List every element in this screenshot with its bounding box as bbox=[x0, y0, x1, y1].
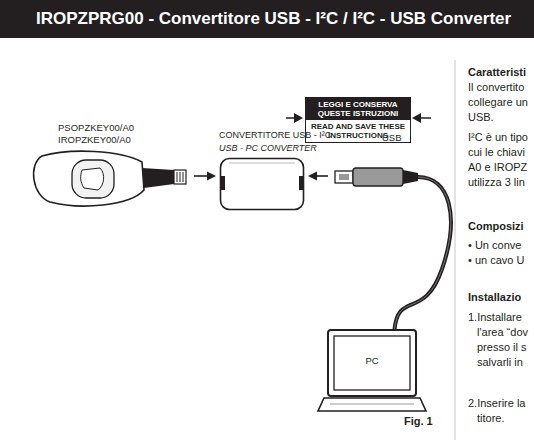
node-label: USB - PC CONVERTER bbox=[219, 143, 317, 153]
node-label: PSOPZKEY00/A0 bbox=[58, 122, 134, 133]
figure-caption: Fig. 1 bbox=[404, 415, 433, 427]
body-text: • Un conve bbox=[468, 239, 521, 252]
title: IROPZPRG00 - Convertitore USB - I²C / I²… bbox=[36, 9, 511, 29]
title-bar: IROPZPRG00 - Convertitore USB - I²C / I²… bbox=[0, 0, 534, 38]
converter-box-outline bbox=[219, 157, 305, 211]
converter-box: CONVERTITORE USB - I²C USB - PC CONVERTER bbox=[216, 130, 334, 216]
arrowhead bbox=[207, 172, 216, 181]
body-text: I²C è un tipo bbox=[468, 131, 528, 144]
node-label: IROPZKEY00/A0 bbox=[58, 134, 131, 145]
body-text: cui le chiavi bbox=[468, 146, 525, 159]
section-heading: Caratteristi bbox=[468, 66, 526, 79]
body-text: Il convertito bbox=[468, 81, 524, 94]
connector-arrow bbox=[194, 172, 216, 181]
body-text: salvarli in bbox=[477, 356, 523, 369]
body-text: collegare un bbox=[468, 96, 528, 109]
section-heading: Composizi bbox=[468, 220, 524, 233]
connector-arrow bbox=[308, 172, 328, 181]
body-text: USB. bbox=[468, 111, 494, 124]
column-rule bbox=[455, 60, 456, 440]
node-label: PC bbox=[316, 355, 428, 366]
converter-box-drawing bbox=[219, 157, 305, 211]
usb-cable bbox=[394, 177, 450, 330]
section-heading: Installazio bbox=[468, 291, 521, 304]
body-text: • un cavo U bbox=[468, 254, 524, 267]
body-text: l'area “dov bbox=[477, 326, 528, 339]
body-text: 2.Inserire la bbox=[468, 397, 525, 410]
body-text: titore. bbox=[477, 412, 505, 425]
node-label: LEGGI E CONSERVA QUESTE ISTRUZIONI bbox=[306, 98, 410, 120]
body-text: utilizza 3 lin bbox=[468, 176, 525, 189]
pc-laptop-outline bbox=[316, 328, 428, 414]
pc-laptop: PC bbox=[316, 328, 430, 414]
arrowhead bbox=[308, 172, 317, 181]
body-text: presso il s bbox=[477, 341, 527, 354]
key-device: PSOPZKEY00/A0IROPZKEY00/A0 bbox=[28, 122, 188, 212]
node-label: CONVERTITORE USB - I²C bbox=[219, 130, 331, 140]
cable-line bbox=[394, 177, 450, 330]
key-device-drawing bbox=[28, 148, 188, 210]
node-label: USB bbox=[382, 132, 402, 143]
key-device-outline bbox=[28, 148, 188, 210]
body-text: A0 e IROPZ bbox=[468, 161, 527, 174]
pc-laptop-drawing bbox=[316, 328, 428, 414]
usb-plug-drawing bbox=[334, 165, 418, 189]
usb-plug: USB bbox=[334, 131, 418, 191]
body-text: 1.Installare bbox=[468, 311, 522, 324]
usb-plug-outline bbox=[334, 165, 418, 189]
cable-core bbox=[394, 177, 450, 330]
